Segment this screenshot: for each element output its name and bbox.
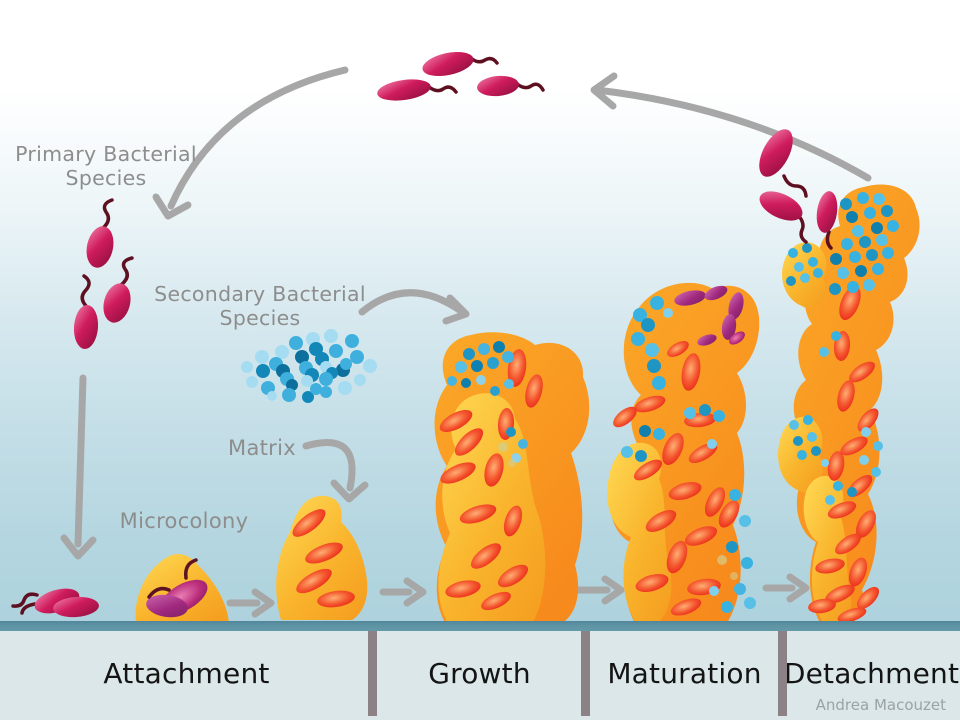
biofilm-diagram-artwork — [11, 51, 920, 631]
stage-attachment: Attachment — [0, 631, 373, 716]
growth-biofilm-icon — [434, 332, 590, 631]
detaching-bacteria-icon — [759, 129, 838, 250]
stage-maturation: Maturation — [586, 631, 783, 716]
credit-text: Andrea Macouzet — [815, 696, 946, 714]
label-microcolony: Microcolony — [119, 509, 249, 533]
arrow-primary-to-surface — [60, 374, 97, 560]
stage-divider — [581, 631, 590, 716]
secondary-bacteria-cluster-icon — [241, 329, 377, 403]
matrix-blob-icon — [276, 495, 368, 620]
detachment-secondary-dots — [786, 192, 899, 505]
stage-attachment-label: Attachment — [103, 657, 270, 690]
substrate-surface-bar — [0, 621, 960, 631]
stage-growth: Growth — [373, 631, 586, 716]
detachment-biofilm-icon — [759, 129, 920, 629]
stage-divider — [778, 631, 787, 716]
stage-growth-label: Growth — [428, 657, 531, 690]
arrow-attachment-to-microcolony — [226, 588, 275, 618]
arrow-detachment-to-planktonic — [590, 72, 872, 182]
arrow-secondary-to-biofilm — [358, 289, 470, 325]
planktonic-bacteria-icon — [377, 51, 545, 101]
maturation-biofilm-icon — [607, 283, 760, 631]
stage-footer-panel — [0, 631, 960, 720]
stage-detachment: Detachment — [783, 631, 960, 716]
stage-detachment-label: Detachment — [783, 657, 960, 690]
arrow-microcolony-to-matrix — [379, 577, 427, 607]
label-matrix: Matrix — [228, 436, 296, 460]
growth-secondary-dots — [447, 341, 528, 467]
stage-maturation-label: Maturation — [607, 657, 762, 690]
label-primary-bacterial-species: Primary Bacterial Species — [15, 142, 197, 191]
stage-divider — [368, 631, 377, 716]
arrow-matrix-pointer — [302, 439, 369, 503]
arrow-maturation-to-detachment — [762, 573, 810, 603]
microcolony-icon — [135, 554, 229, 622]
arrow-planktonic-to-primary — [152, 66, 349, 220]
maturation-secondary-dots — [621, 296, 756, 613]
attached-bacteria-icon — [11, 588, 99, 618]
label-secondary-bacterial-species: Secondary Bacterial Species — [154, 282, 366, 331]
primary-bacteria-icon — [73, 198, 134, 349]
